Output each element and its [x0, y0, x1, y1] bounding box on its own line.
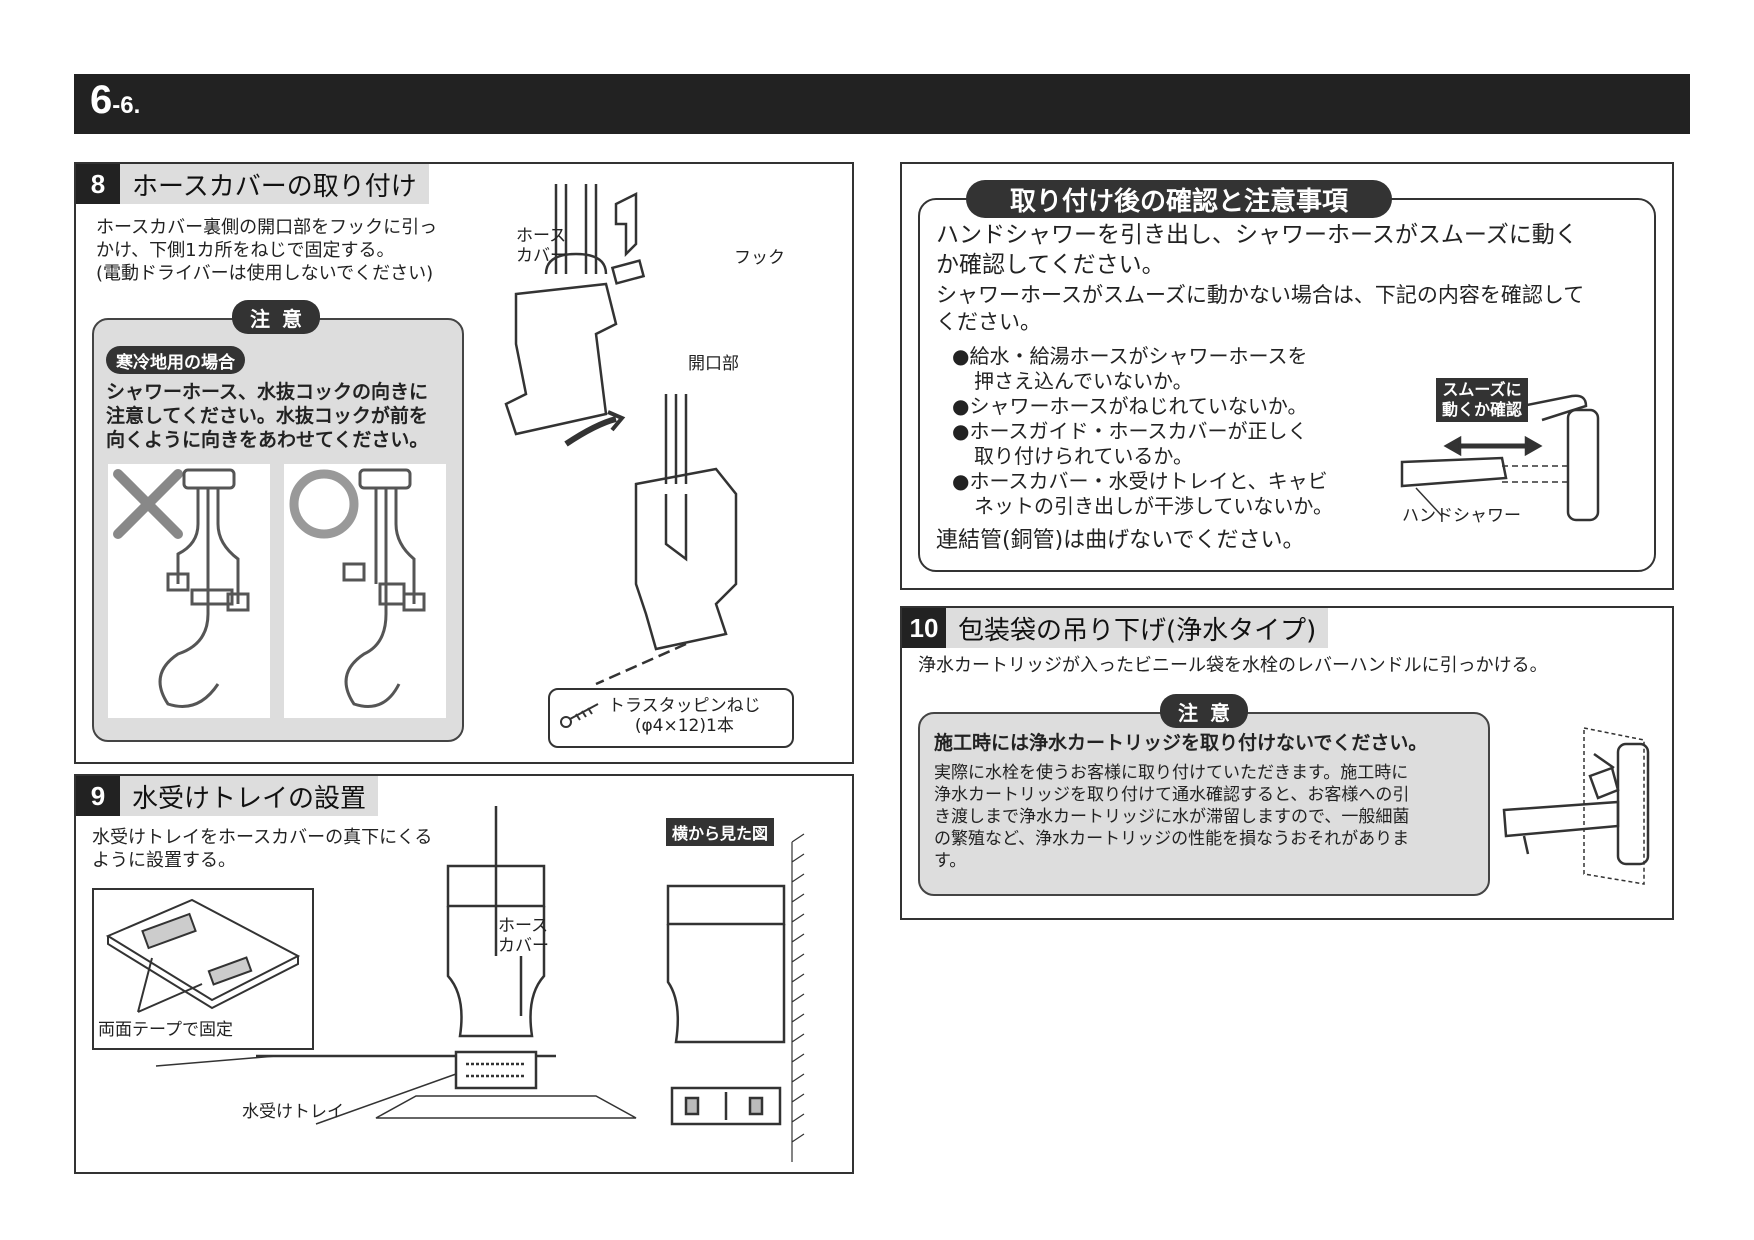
- section-10-title: 10 包装袋の吊り下げ(浄水タイプ): [902, 608, 1329, 648]
- section-9-heading: 水受けトレイの設置: [132, 783, 367, 814]
- hose-cover-label-2: ホースカバー: [498, 916, 549, 956]
- correct-faucet-illustration: [289, 468, 426, 708]
- section-10-panel: 10 包装袋の吊り下げ(浄水タイプ) 浄水カートリッジが入ったビニール袋を水栓の…: [900, 606, 1674, 920]
- cartridge-bag-illustration: [1502, 727, 1650, 885]
- section-10-caution-tag: 注意: [1160, 694, 1248, 728]
- correct-orientation-image: [284, 464, 446, 718]
- check-intro-2: シャワーホースがスムーズに動かない場合は、下記の内容を確認してください。: [936, 283, 1585, 334]
- section-9-panel: 9 水受けトレイの設置 水受けトレイをホースカバーの真下にくるように設置する。 …: [74, 774, 854, 1174]
- section-9-title: 9 水受けトレイの設置: [76, 776, 379, 816]
- section-number: 6-6.: [90, 78, 141, 122]
- hand-shower-label: ハンドシャワー: [1402, 506, 1521, 526]
- wrong-orientation-image: [108, 464, 270, 718]
- tape-label: 両面テープで固定: [98, 1020, 233, 1040]
- cold-region-tag: 寒冷地用の場合: [106, 346, 245, 374]
- hose-cover-label: ホースカバー: [516, 226, 567, 266]
- check-intro-1: ハンドシャワーを引き出し、シャワーホースがスムーズに動くか確認してください。: [936, 222, 1578, 278]
- opening-label: 開口部: [688, 354, 739, 374]
- section-10-caution-bold: 施工時には浄水カートリッジを取り付けないでください。: [934, 732, 1428, 754]
- screw-callout-box: [548, 688, 794, 748]
- section-10-number: 10: [902, 608, 946, 648]
- section-8-caution-tag: 注意: [232, 300, 320, 334]
- section-10-caution-text: 実際に水栓を使うお客様に取り付けていただきます。施工時に浄水カートリッジを取り付…: [934, 763, 1410, 871]
- section-9-description: 水受けトレイをホースカバーの真下にくるように設置する。: [92, 827, 433, 871]
- tray-label: 水受けトレイ: [242, 1102, 344, 1122]
- section-8-panel: 8 ホースカバーの取り付け ホースカバー裏側の開口部をフックに引っかけ、下側1カ…: [74, 162, 854, 764]
- check-bullet-4: ●ホースカバー・水受けトレイと、キャビネットの引き出しが干渉していないか。: [952, 469, 1333, 518]
- check-title: 取り付け後の確認と注意事項: [966, 180, 1393, 218]
- check-bullet-3: ●ホースガイド・ホースカバーが正しく取り付けられているか。: [952, 419, 1308, 468]
- check-bullet-1: ●給水・給湯ホースがシャワーホースを押さえ込んでいないか。: [952, 344, 1308, 393]
- hook-label: フック: [734, 248, 785, 268]
- smooth-check-tag: スムーズに動くか確認: [1436, 378, 1529, 422]
- section-8-caution-text: シャワーホース、水抜コックの向きに注意してください。水抜コックが前を向くように向…: [106, 381, 429, 451]
- hand-shower-illustration: [1400, 394, 1600, 522]
- section-10-caution-box: [918, 712, 1490, 896]
- section-8-description: ホースカバー裏側の開口部をフックに引っかけ、下側1カ所をねじで固定する。(電動ド…: [96, 217, 438, 284]
- section-10-description: 浄水カートリッジが入ったビニール袋を水栓のレバーハンドルに引っかける。: [918, 655, 1548, 676]
- section-10-heading: 包装袋の吊り下げ(浄水タイプ): [958, 615, 1317, 646]
- wrong-faucet-illustration: [113, 468, 250, 708]
- section-8-heading: ホースカバーの取り付け: [132, 171, 417, 202]
- screw-icon: [560, 703, 599, 728]
- hose-cover-illustration: [504, 184, 738, 686]
- check-bullet-list: ●給水・給湯ホースがシャワーホースを押さえ込んでいないか。 ●シャワーホースがね…: [952, 344, 1333, 519]
- side-view-illustration: [666, 833, 805, 1162]
- check-footer: 連結管(銅管)は曲げないでください。: [936, 528, 1305, 553]
- section-9-number: 9: [76, 776, 120, 816]
- check-bullet-2: ●シャワーホースがねじれていないか。: [952, 394, 1308, 418]
- section-8-title: 8 ホースカバーの取り付け: [76, 164, 429, 204]
- header-bar: [74, 74, 1690, 134]
- screw-label: トラスタッピンねじ(φ4×12)1本: [608, 696, 761, 736]
- tray-inset-box: [92, 888, 314, 1050]
- tray-illustration: [105, 898, 301, 1013]
- side-view-tag: 横から見た図: [666, 818, 775, 846]
- section-8-number: 8: [76, 164, 120, 204]
- tray-placement-illustration: [155, 806, 637, 1125]
- check-panel: 取り付け後の確認と注意事項 ハンドシャワーを引き出し、シャワーホースがスムーズに…: [900, 162, 1674, 590]
